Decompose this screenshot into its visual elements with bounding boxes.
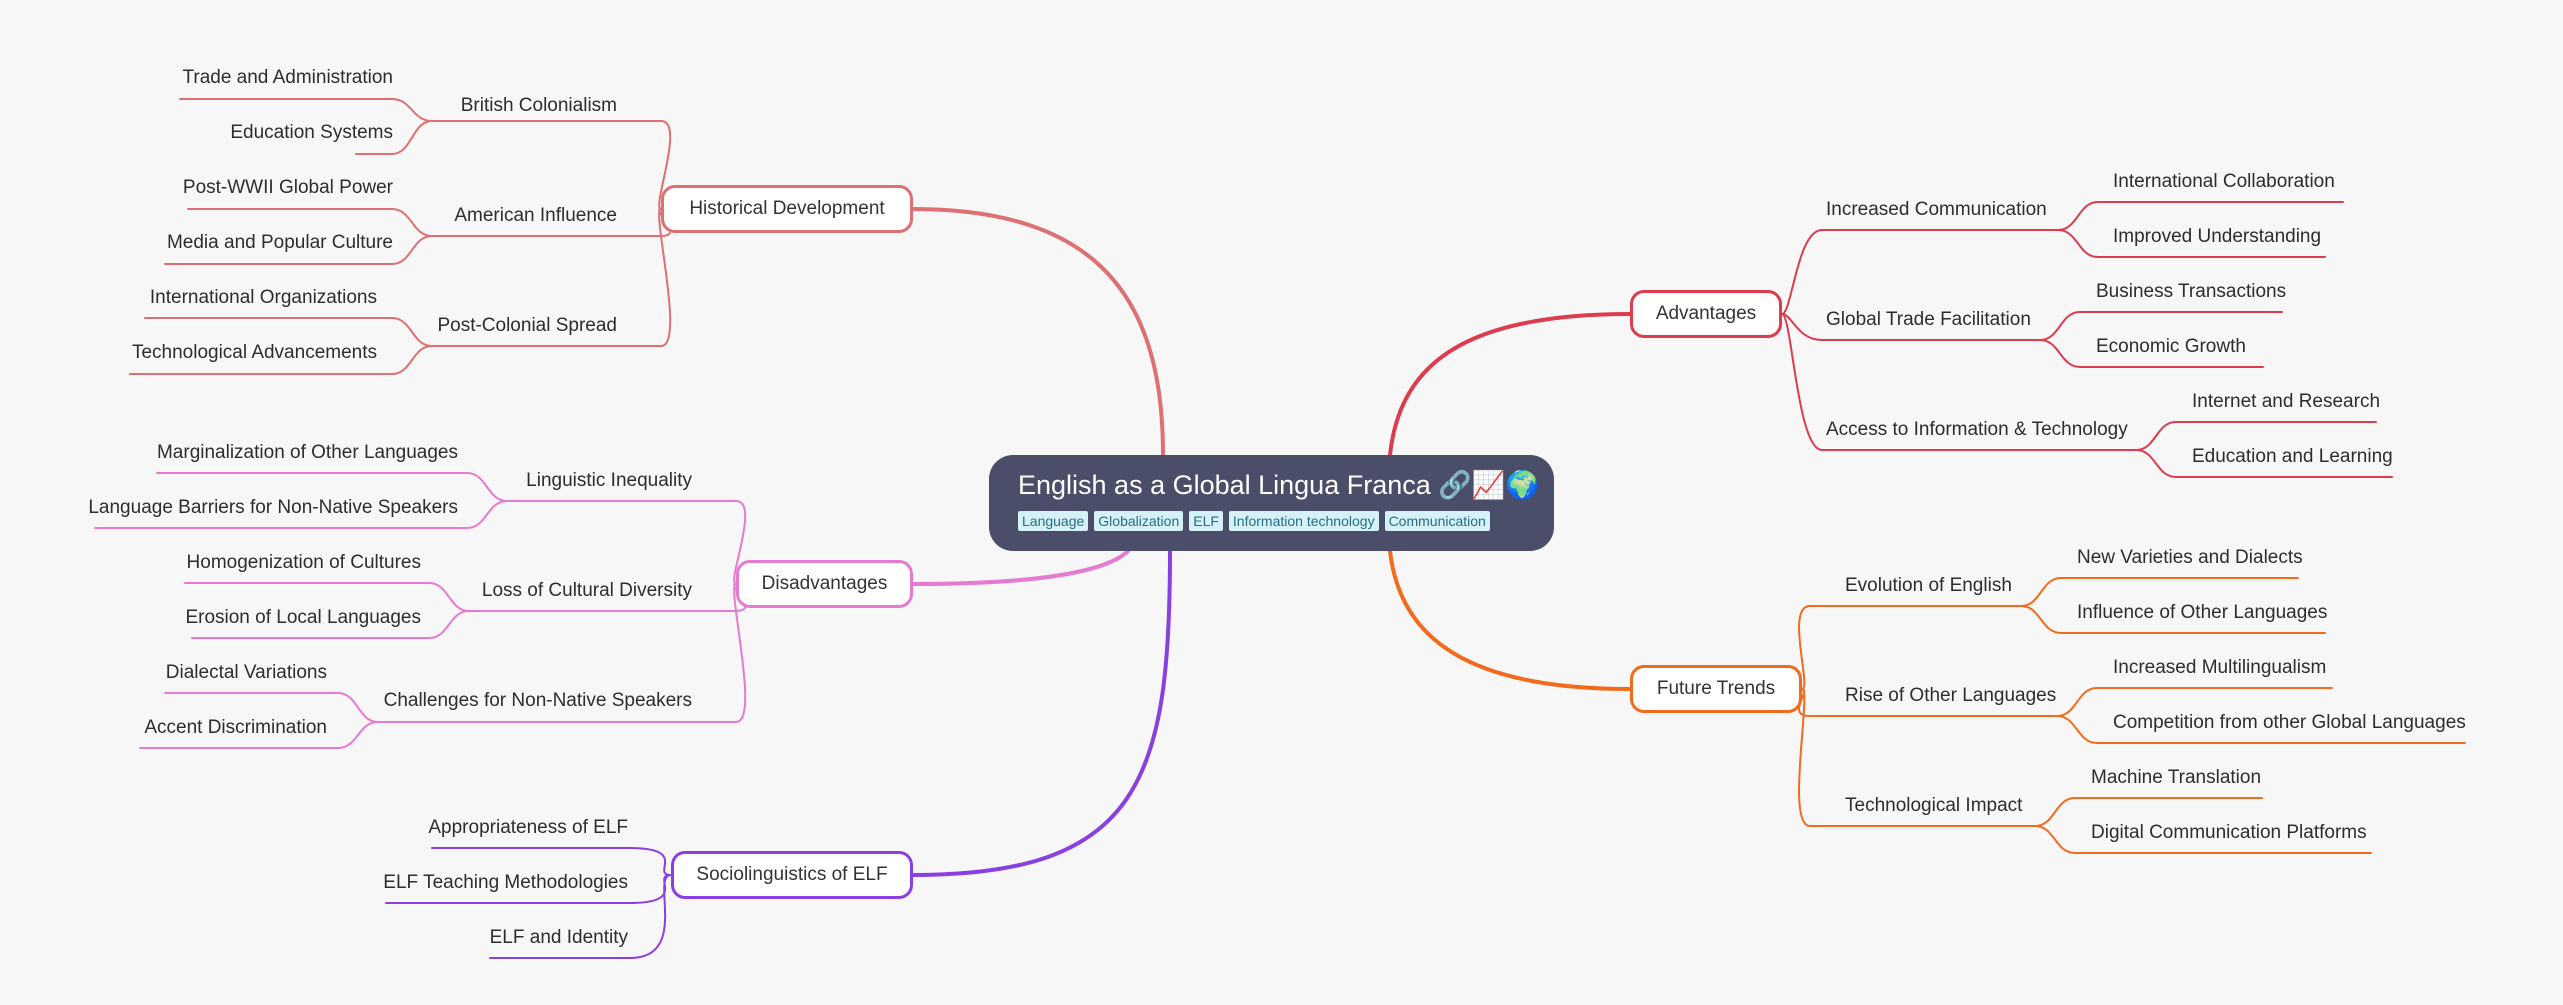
fut-leaf-2-1: [2034, 825, 2372, 854]
topic-global-trade-facilitation[interactable]: Global Trade Facilitation: [1826, 309, 2031, 330]
node-advantages[interactable]: Advantages: [1630, 290, 1782, 338]
adv-leaf-2-1: [2135, 449, 2393, 478]
edge-historical: [911, 207, 1165, 457]
topic-access-to-information[interactable]: Access to Information & Technology: [1826, 419, 2128, 440]
socio-leaf-0: [431, 847, 672, 876]
adv-leaf-0-0: [2057, 201, 2344, 231]
topic-erosion-of-local-languages[interactable]: Erosion of Local Languages: [185, 607, 421, 628]
topic-education-systems[interactable]: Education Systems: [230, 122, 393, 143]
topic-accent-discrimination[interactable]: Accent Discrimination: [144, 717, 327, 738]
topic-american-influence[interactable]: American Influence: [454, 205, 617, 226]
adv-leaf-1-1: [2039, 339, 2264, 368]
topic-challenges-for-non-native-speakers[interactable]: Challenges for Non-Native Speakers: [383, 690, 692, 711]
hist-leaf-2-0: [144, 317, 433, 347]
tag-communication[interactable]: Communication: [1384, 511, 1490, 531]
fut-leaf-0-0: [2020, 577, 2299, 607]
topic-evolution-of-english[interactable]: Evolution of English: [1845, 575, 2012, 596]
fut-sub-2: [1798, 688, 1811, 827]
fut-leaf-1-1: [2056, 715, 2466, 744]
topic-international-collaboration[interactable]: International Collaboration: [2113, 171, 2335, 192]
tag-list: Language Globalization ELF Information t…: [1018, 511, 1554, 531]
fut-leaf-2-0: [2034, 797, 2263, 827]
topic-elf-and-identity[interactable]: ELF and Identity: [489, 927, 628, 948]
topic-economic-growth[interactable]: Economic Growth: [2096, 336, 2246, 357]
hist-leaf-1-0: [187, 208, 433, 237]
topic-rise-of-other-languages[interactable]: Rise of Other Languages: [1845, 685, 2057, 706]
dis-sub-0: [733, 500, 747, 585]
adv-leaf-2-0: [2135, 421, 2377, 451]
edge-disadvantages: [911, 549, 1130, 586]
topic-homogenization-of-cultures[interactable]: Homogenization of Cultures: [186, 552, 421, 573]
tag-information-technology[interactable]: Information technology: [1228, 511, 1379, 531]
edge-advantages: [1388, 312, 1632, 457]
central-emojis: 🔗📈🌍: [1438, 470, 1540, 500]
dis-sub-2: [733, 583, 747, 723]
topic-post-colonial-spread[interactable]: Post-Colonial Spread: [437, 315, 617, 336]
topic-new-varieties-and-dialects[interactable]: New Varieties and Dialects: [2077, 547, 2303, 568]
dis-leaf-0-0: [156, 472, 508, 502]
fut-sub-0: [1798, 605, 1811, 690]
hist-leaf-1-1: [164, 235, 433, 265]
dis-leaf-0-1: [94, 500, 508, 529]
node-disadvantages[interactable]: Disadvantages: [736, 560, 913, 608]
adv-leaf-1-0: [2039, 311, 2283, 341]
hist-leaf-0-1: [355, 120, 433, 155]
topic-language-barriers[interactable]: Language Barriers for Non-Native Speaker…: [88, 497, 458, 518]
adv-sub-2: [1781, 313, 1823, 451]
topic-internet-and-research[interactable]: Internet and Research: [2192, 391, 2381, 412]
adv-sub-1: [1781, 313, 1823, 341]
topic-appropriateness-of-elf[interactable]: Appropriateness of ELF: [428, 817, 628, 838]
topic-increased-multilingualism[interactable]: Increased Multilingualism: [2113, 657, 2327, 678]
topic-elf-teaching-methodologies[interactable]: ELF Teaching Methodologies: [383, 872, 628, 893]
hist-sub-0: [658, 120, 672, 210]
topic-british-colonialism[interactable]: British Colonialism: [460, 95, 617, 116]
central-title: English as a Global Lingua Franca: [1018, 470, 1431, 500]
central-title-row: English as a Global Lingua Franca 🔗📈🌍: [1018, 467, 1554, 503]
topic-technological-advancements[interactable]: Technological Advancements: [131, 342, 377, 363]
dis-leaf-2-0: [164, 692, 379, 723]
node-future-trends[interactable]: Future Trends: [1630, 665, 1802, 713]
hist-leaf-0-0: [179, 98, 433, 122]
tag-elf[interactable]: ELF: [1189, 511, 1223, 531]
edge-future: [1388, 549, 1632, 691]
socio-leaf-2: [489, 874, 672, 959]
tag-language[interactable]: Language: [1018, 511, 1089, 531]
dis-leaf-1-0: [184, 582, 470, 612]
topic-trade-and-administration[interactable]: Trade and Administration: [182, 67, 393, 88]
hist-sub-2: [658, 208, 672, 347]
central-topic[interactable]: English as a Global Lingua Franca 🔗📈🌍 La…: [989, 455, 1554, 551]
topic-dialectal-variations[interactable]: Dialectal Variations: [165, 662, 327, 683]
topic-post-wwii-global-power[interactable]: Post-WWII Global Power: [182, 177, 393, 198]
edge-socio: [911, 549, 1172, 877]
topic-loss-of-cultural-diversity[interactable]: Loss of Cultural Diversity: [481, 580, 692, 601]
topic-international-organizations[interactable]: International Organizations: [149, 287, 377, 308]
topic-competition-from-other-global-languages[interactable]: Competition from other Global Languages: [2113, 712, 2466, 733]
topic-technological-impact[interactable]: Technological Impact: [1845, 795, 2023, 816]
node-historical-development[interactable]: Historical Development: [661, 185, 913, 233]
topic-machine-translation[interactable]: Machine Translation: [2091, 767, 2262, 788]
topic-marginalization-of-other-languages[interactable]: Marginalization of Other Languages: [156, 442, 458, 463]
topic-improved-understanding[interactable]: Improved Understanding: [2113, 226, 2322, 247]
topic-increased-communication[interactable]: Increased Communication: [1826, 199, 2047, 220]
dis-leaf-1-1: [191, 610, 470, 639]
adv-leaf-0-1: [2057, 229, 2326, 258]
fut-leaf-0-1: [2020, 605, 2326, 634]
node-sociolinguistics-of-elf[interactable]: Sociolinguistics of ELF: [671, 851, 913, 899]
fut-leaf-1-0: [2056, 687, 2333, 717]
topic-influence-of-other-languages[interactable]: Influence of Other Languages: [2077, 602, 2328, 623]
tag-globalization[interactable]: Globalization: [1094, 511, 1184, 531]
dis-leaf-2-1: [139, 721, 379, 749]
hist-leaf-2-1: [129, 345, 433, 375]
topic-business-transactions[interactable]: Business Transactions: [2096, 281, 2287, 302]
topic-linguistic-inequality[interactable]: Linguistic Inequality: [526, 470, 692, 491]
adv-sub-0: [1781, 229, 1823, 315]
topic-digital-communication-platforms[interactable]: Digital Communication Platforms: [2091, 822, 2367, 843]
topic-media-and-popular-culture[interactable]: Media and Popular Culture: [166, 232, 393, 253]
topic-education-and-learning[interactable]: Education and Learning: [2192, 446, 2393, 467]
